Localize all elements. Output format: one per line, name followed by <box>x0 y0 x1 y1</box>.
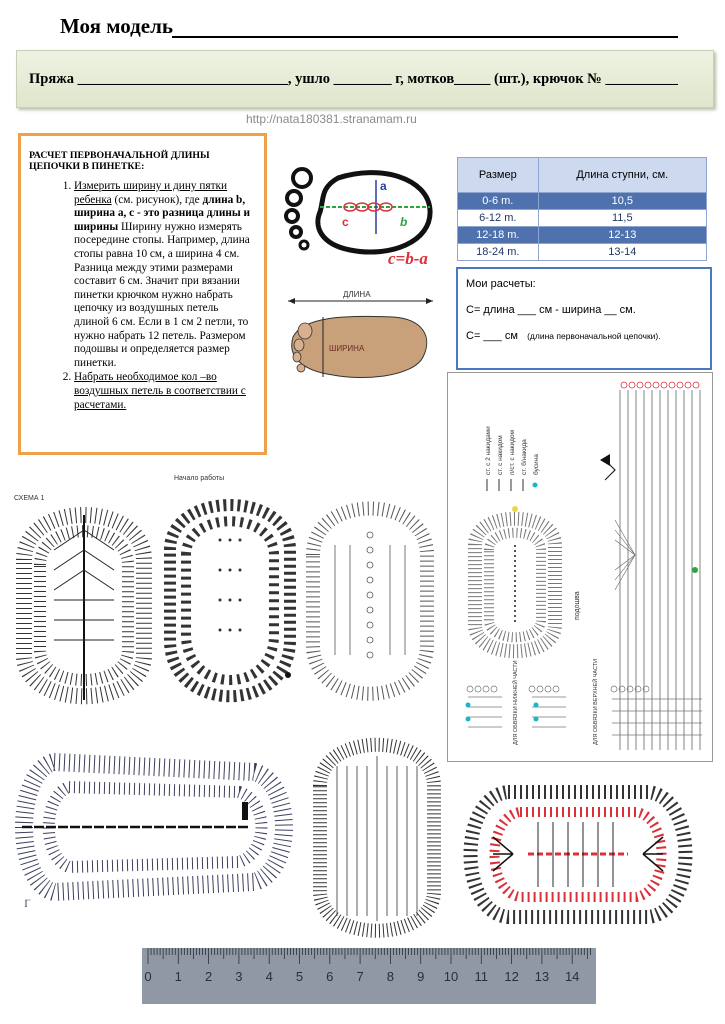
crochet-scheme-1: СХЕМА 1 <box>14 490 154 718</box>
my-calc-line2-note: (длина первоначальной цепочки). <box>527 331 661 341</box>
table-cell: 10,5 <box>538 193 706 210</box>
legend-item-2: ст. с накидом <box>497 435 504 475</box>
my-calc-title: Мои расчеты: <box>466 278 702 290</box>
scheme1-label: СХЕМА 1 <box>14 495 44 502</box>
legend-item-3: п/ст. с накидом <box>509 429 516 475</box>
table-cell: 6-12 m. <box>458 210 539 227</box>
crochet-scheme-2: Начало работы <box>160 470 300 725</box>
crochet-scheme-3 <box>305 485 435 715</box>
ruler-number: 4 <box>266 969 273 984</box>
ruler-number: 7 <box>356 969 363 984</box>
yarn-info-box: Пряжа _____________________________, ушл… <box>16 50 714 108</box>
ruler-number: 2 <box>205 969 212 984</box>
my-calculations-box: Мои расчеты: С= длина ___ см - ширина __… <box>456 267 712 370</box>
page-title: Моя модель <box>60 14 173 39</box>
ruler-number: 3 <box>235 969 242 984</box>
table-cell: 11,5 <box>538 210 706 227</box>
instruction-step-1: Измерить ширину и дину пятки ребенка (см… <box>74 180 254 370</box>
ruler-number: 14 <box>565 969 579 984</box>
ruler-number: 12 <box>504 969 518 984</box>
instructions-heading: РАСЧЕТ ПЕРВОНАЧАЛЬНОЙ ДЛИНЫ ЦЕПОЧКИ В ПИ… <box>29 150 254 172</box>
table-header-size: Размер <box>458 158 539 193</box>
table-row: 18-24 m.13-14 <box>458 244 707 261</box>
foot-label-c: c <box>342 215 349 229</box>
ruler-number: 1 <box>175 969 182 984</box>
crochet-scheme-6 <box>458 772 698 937</box>
instructions-box: РАСЧЕТ ПЕРВОНАЧАЛЬНОЙ ДЛИНЫ ЦЕПОЧКИ В ПИ… <box>18 133 267 455</box>
foot-side-diagram: ДЛИНА ШИРИНА <box>283 287 443 387</box>
watermark-url: http://nata180381.stranamam.ru <box>246 112 417 126</box>
sole-vertical-label: подошва <box>567 565 587 625</box>
table-cell: 13-14 <box>538 244 706 261</box>
legend: ст. с 2 накидами ст. с накидом п/ст. с н… <box>470 395 550 495</box>
ruler-number: 9 <box>417 969 424 984</box>
foot-measure-diagram: a b c c=b-a <box>280 160 445 270</box>
legend-item-1: ст. с 2 накидами <box>485 426 492 475</box>
ruler-number: 8 <box>387 969 394 984</box>
instructions-list: Измерить ширину и дину пятки ребенка (см… <box>29 180 254 412</box>
crochet-scheme-5 <box>312 726 442 948</box>
table-row: 12-18 m.12-13 <box>458 227 707 244</box>
upper-edge-label: ДЛЯ ОБВЯЗКИ ВЕРХНЕЙ ЧАСТИ <box>591 659 599 745</box>
step1-rest: Ширину нужно измерять посередине стопы. … <box>74 221 250 369</box>
ruler-number: 0 <box>144 969 151 984</box>
ruler-number: 5 <box>296 969 303 984</box>
table-cell: 18-24 m. <box>458 244 539 261</box>
table-cell: 0-6 m. <box>458 193 539 210</box>
svg-text:ℾ: ℾ <box>24 899 31 910</box>
legend-item-4: ст. б/накида <box>520 439 528 475</box>
legend-item-5: бусина <box>532 454 540 475</box>
table-row: 6-12 m.11,5 <box>458 210 707 227</box>
my-calc-line1: С= длина ___ см - ширина __ см. <box>466 304 702 316</box>
table-header-length: Длина ступни, см. <box>538 158 706 193</box>
yarn-info-text: Пряжа _____________________________, ушл… <box>29 71 678 88</box>
ruler-number: 10 <box>444 969 458 984</box>
length-label: ДЛИНА <box>343 290 371 299</box>
ruler-number: 13 <box>535 969 549 984</box>
ruler-number: 6 <box>326 969 333 984</box>
width-label: ШИРИНА <box>329 344 365 353</box>
ruler-number: 11 <box>475 969 489 984</box>
my-calc-line2: С= ___ см (длина первоначальной цепочки)… <box>466 330 702 342</box>
foot-label-a: a <box>380 179 387 193</box>
lower-edge-label: ДЛЯ ОБВЯЗКИ НИЖНЕЙ ЧАСТИ <box>511 660 519 745</box>
crochet-scheme-4: ℾ <box>14 742 299 912</box>
sole-scheme-right <box>465 505 565 665</box>
step1-normal: (см. рисунок), где <box>112 194 203 206</box>
table-cell: 12-13 <box>538 227 706 244</box>
table-cell: 12-18 m. <box>458 227 539 244</box>
start-label: Начало работы <box>174 474 224 482</box>
table-row: 0-6 m.10,5 <box>458 193 707 210</box>
my-calc-line2-main: С= ___ см <box>466 330 518 342</box>
lower-upper-edging: ДЛЯ ОБВЯЗКИ НИЖНЕЙ ЧАСТИ ДЛЯ ОБВЯЗКИ ВЕР… <box>462 685 707 753</box>
foot-label-b: b <box>400 215 407 229</box>
formula: c=b-a <box>388 249 428 268</box>
size-table: Размер Длина ступни, см. 0-6 m.10,5 6-12… <box>457 157 707 261</box>
sole-label: подошва <box>574 591 581 620</box>
title-underline <box>172 36 678 38</box>
instruction-step-2: Набрать необходимое кол –во воздушных пе… <box>74 371 254 412</box>
